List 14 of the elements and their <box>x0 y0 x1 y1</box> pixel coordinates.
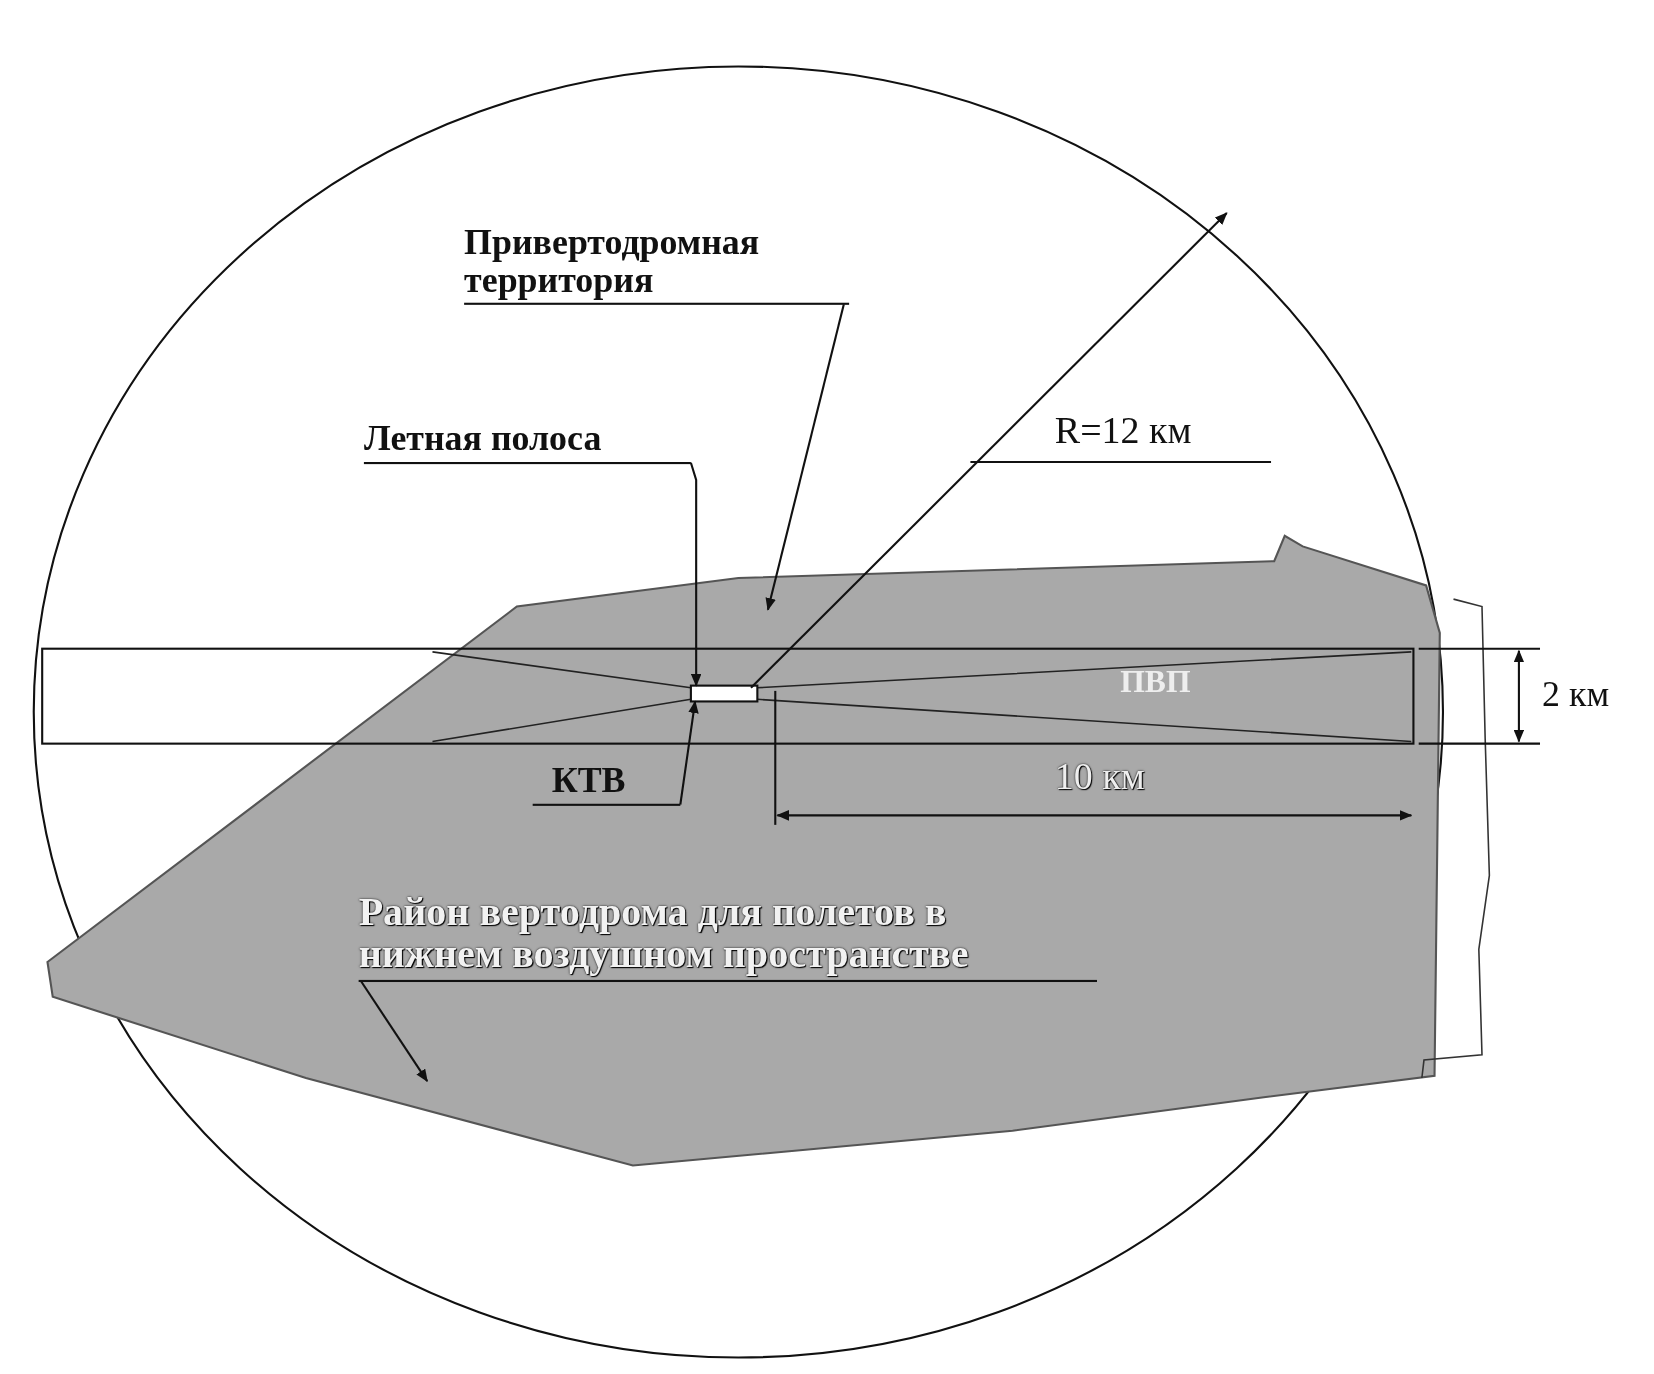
dimension-label: 2 км <box>1542 675 1610 713</box>
leader-text: КТВ <box>532 761 681 806</box>
area-label: Район вертодрома для полетов в нижнем воздушном пространстве <box>358 891 1097 982</box>
leader-line <box>765 303 845 611</box>
runway-strip <box>689 684 759 703</box>
leader-text: Летная полоса <box>363 419 691 464</box>
leader-line <box>359 980 429 1083</box>
dimension-label: 10 км <box>1054 757 1145 798</box>
zone-label: ПВП <box>1120 664 1191 698</box>
leader-line <box>689 462 702 687</box>
leader-line <box>679 700 699 805</box>
area-drawing <box>46 534 1441 1167</box>
leader-text: Привертодромная территория <box>464 223 850 306</box>
dimension-label: R=12 км <box>1054 411 1192 452</box>
